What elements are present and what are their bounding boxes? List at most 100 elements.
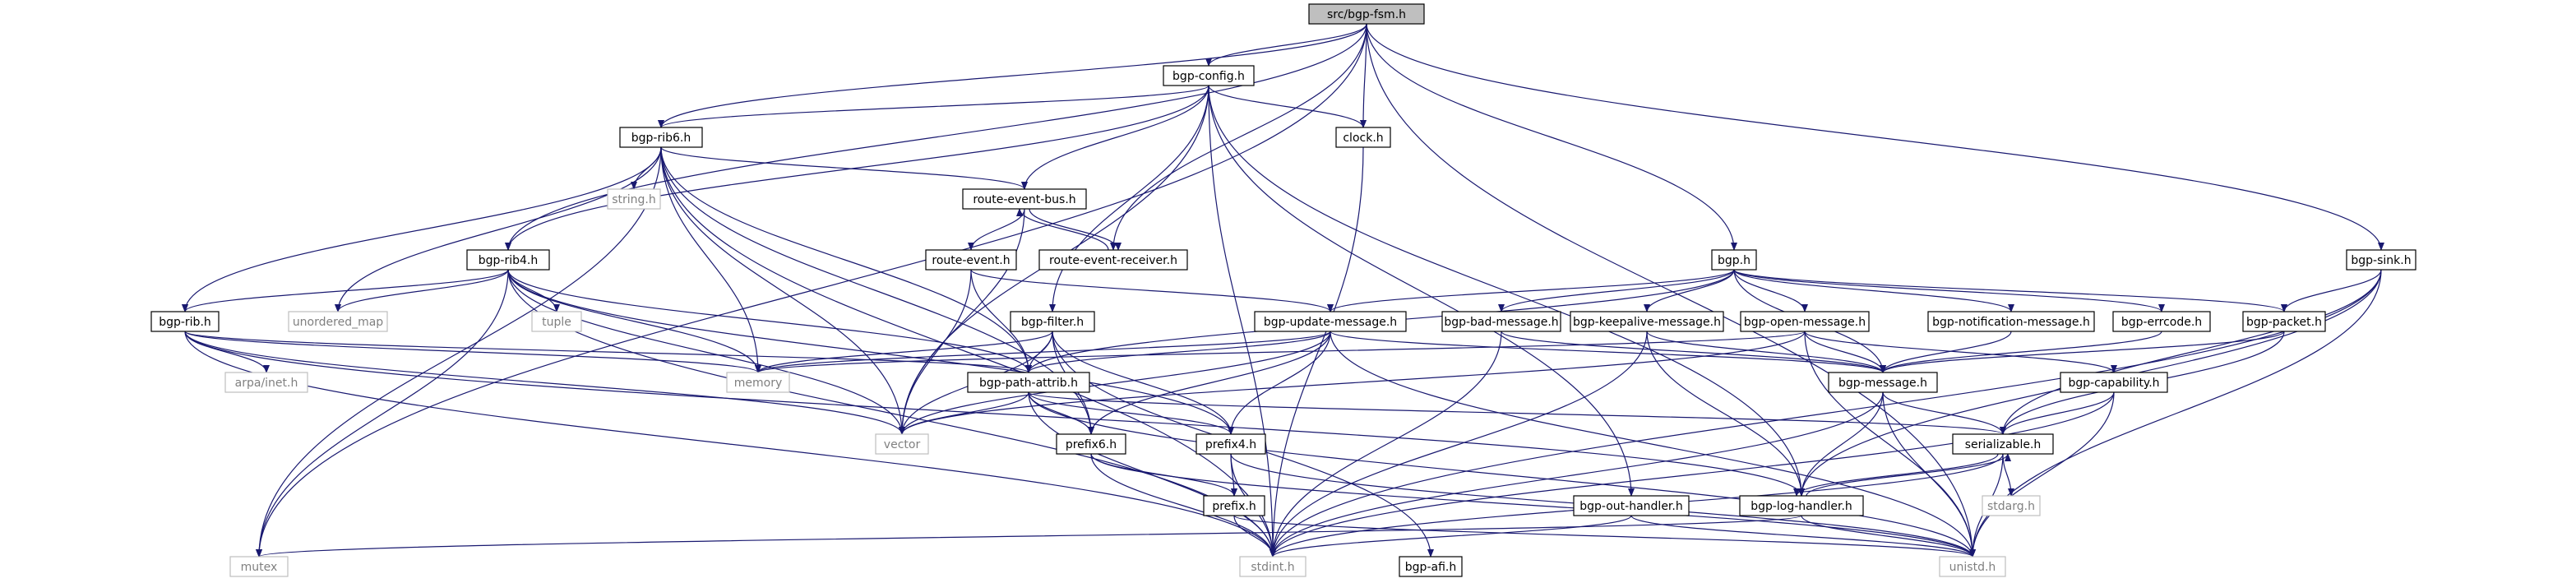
node-bgp-rib6-h[interactable]: bgp-rib6.h [619, 127, 703, 148]
node-bgp-rib-h[interactable]: bgp-rib.h [150, 311, 220, 332]
node-label-bgp-errcode-h: bgp-errcode.h [2121, 316, 2202, 329]
node-route-event-receiver-h[interactable]: route-event-receiver.h [1038, 249, 1188, 271]
node-bgp-config-h[interactable]: bgp-config.h [1163, 65, 1255, 86]
edge-prefix-to-unistd [1233, 515, 1976, 558]
edge-message-to-loghandler [1798, 391, 1884, 497]
edge-keepalive-to-stdint [1270, 331, 1648, 558]
node-bgp-packet-h[interactable]: bgp-packet.h [2242, 311, 2326, 332]
node-box-bgp-keepalive-message-h [1570, 311, 1724, 332]
edge-sink-to-serial [2000, 269, 2382, 435]
node-bgp-out-handler-h[interactable]: bgp-out-handler.h [1573, 495, 1690, 516]
node-src-bgp-fsm-h[interactable]: src/bgp-fsm.h [1308, 3, 1425, 25]
node-label-prefix6-h: prefix6.h [1066, 438, 1117, 451]
node-bgp-bad-message-h[interactable]: bgp-bad-message.h [1441, 311, 1561, 332]
edge-update-to-message [1330, 331, 1886, 373]
node-bgp-filter-h[interactable]: bgp-filter.h [1010, 311, 1095, 332]
edge-config-to-rib4 [505, 85, 1209, 251]
edge-root-to-rer [1110, 23, 1367, 251]
edge-config-to-clock [1208, 85, 1367, 128]
node-label-bgp-rib6-h: bgp-rib6.h [631, 132, 691, 145]
node-label-route-event-h: route-event.h [932, 254, 1010, 267]
edge-keepalive-to-loghandler [1646, 331, 1805, 497]
node-bgp-capability-h[interactable]: bgp-capability.h [2060, 372, 2168, 393]
edge-outhandler-to-unistd [1630, 515, 1976, 558]
edge-filter-to-prefix4 [1052, 331, 1234, 435]
edge-packet-to-message [1880, 331, 2285, 373]
edge-root-to-mutex [256, 23, 1367, 558]
edge-message-to-unistd [1882, 391, 1976, 558]
node-label-serializable-h: serializable.h [1965, 438, 2042, 451]
edge-prefix6-to-unistd [1090, 453, 1976, 558]
node-prefix6-h[interactable]: prefix6.h [1056, 433, 1126, 455]
node-label-bgp-sink-h: bgp-sink.h [2351, 254, 2411, 267]
node-bgp-log-handler-h[interactable]: bgp-log-handler.h [1739, 495, 1864, 516]
edge-filter-to-memory [755, 331, 1053, 373]
node-bgp-path-attrib-h[interactable]: bgp-path-attrib.h [967, 372, 1090, 393]
node-box-route-event-receiver-h [1038, 249, 1188, 271]
node-prefix-h[interactable]: prefix.h [1203, 495, 1265, 516]
node-prefix4-h[interactable]: prefix4.h [1196, 433, 1266, 455]
edge-config-to-filter [1049, 85, 1209, 312]
edge-badmsg-to-stdint [1270, 331, 1502, 558]
edge-bgph-to-notif [1733, 269, 2014, 312]
edge-config-to-rib6 [658, 85, 1209, 128]
node-route-event-h[interactable]: route-event.h [925, 249, 1017, 271]
node-bgp-errcode-h[interactable]: bgp-errcode.h [2112, 311, 2211, 332]
node-bgp-rib4-h[interactable]: bgp-rib4.h [466, 249, 550, 271]
edge-serial-to-loghandler [1793, 453, 1999, 497]
node-serializable-h[interactable]: serializable.h [1952, 433, 2054, 455]
node-box-unistd-h [1939, 556, 2006, 577]
edge-bgph-to-update [1327, 269, 1735, 312]
node-bgp-keepalive-message-h[interactable]: bgp-keepalive-message.h [1570, 311, 1724, 332]
edge-openmsg-to-memory [755, 331, 1806, 373]
edge-update-to-prefix6 [1088, 331, 1331, 435]
edge-root-to-unistd [1366, 23, 1976, 558]
node-label-bgp-path-attrib-h: bgp-path-attrib.h [979, 377, 1078, 390]
node-bgp-afi-h[interactable]: bgp-afi.h [1399, 556, 1463, 577]
node-label-route-event-receiver-h: route-event-receiver.h [1049, 254, 1177, 267]
edge-rib4-to-mutex [256, 269, 509, 558]
edge-rib4-to-vector [507, 269, 905, 435]
node-label-bgp-log-handler-h: bgp-log-handler.h [1750, 500, 1852, 513]
node-label-prefix-h: prefix.h [1212, 500, 1256, 513]
node-string-h: string.h [607, 188, 661, 210]
node-label-src-bgp-fsm-h: src/bgp-fsm.h [1327, 8, 1406, 21]
edges [182, 23, 2384, 558]
node-bgp-open-message-h[interactable]: bgp-open-message.h [1740, 311, 1870, 332]
edge-capability-to-unistd [1969, 391, 2115, 558]
node-box-bgp-message-h [1828, 372, 1938, 393]
node-bgp-sink-h[interactable]: bgp-sink.h [2346, 249, 2416, 271]
edge-root-to-bgph [1366, 23, 1737, 251]
node-label-arpa-inet-h: arpa/inet.h [235, 377, 298, 390]
edge-rib6-to-umap [335, 146, 662, 312]
node-clock-h[interactable]: clock.h [1335, 127, 1391, 148]
edge-update-to-unistd [1330, 331, 1976, 558]
node-label-bgp-bad-message-h: bgp-bad-message.h [1444, 316, 1558, 329]
edge-outhandler-to-stdint [1270, 515, 1632, 558]
edge-reb-to-revent [968, 208, 1025, 251]
edge-reb-to-vector [899, 208, 1025, 435]
edge-update-to-memory [755, 331, 1331, 373]
node-box-arpa-inet-h [224, 372, 308, 393]
node-bgp-h[interactable]: bgp.h [1711, 249, 1757, 271]
node-bgp-update-message-h[interactable]: bgp-update-message.h [1254, 311, 1407, 332]
edge-update-to-pathattr [1025, 331, 1331, 373]
node-bgp-message-h[interactable]: bgp-message.h [1828, 372, 1938, 393]
node-box-bgp-afi-h [1399, 556, 1463, 577]
node-box-bgp-bad-message-h [1441, 311, 1561, 332]
node-bgp-notification-message-h[interactable]: bgp-notification-message.h [1927, 311, 2095, 332]
edge-root-to-rib6 [658, 23, 1367, 128]
edge-root-to-sink [1366, 23, 2384, 251]
node-label-bgp-open-message-h: bgp-open-message.h [1744, 316, 1866, 329]
node-route-event-bus-h[interactable]: route-event-bus.h [962, 188, 1087, 210]
edge-capability-to-serial [2000, 391, 2115, 435]
edge-rib-to-arpa [184, 331, 270, 373]
node-label-stdarg-h: stdarg.h [1987, 500, 2035, 513]
node-box-bgp-packet-h [2242, 311, 2326, 332]
edge-config-to-reb [1021, 85, 1209, 190]
node-label-prefix4-h: prefix4.h [1205, 438, 1256, 451]
edge-reb-to-rer [1029, 208, 1122, 251]
node-label-unordered-map: unordered_map [293, 316, 383, 329]
node-label-bgp-rib-h: bgp-rib.h [159, 316, 211, 329]
node-arpa-inet-h: arpa/inet.h [224, 372, 308, 393]
